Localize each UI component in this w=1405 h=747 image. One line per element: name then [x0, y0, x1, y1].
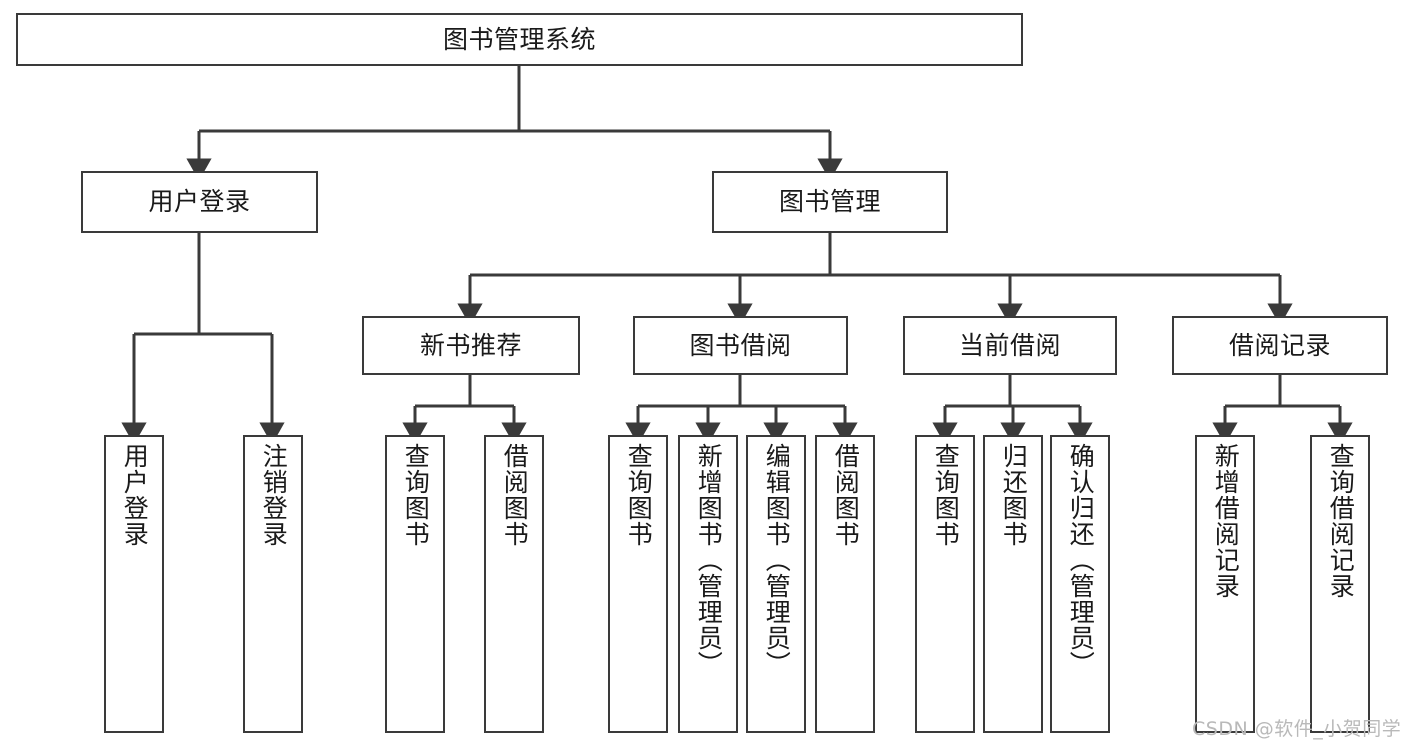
- node-leaf-edit-book[interactable]: 编辑图书（管理员）: [746, 435, 806, 733]
- node-leaf-query-book-2[interactable]: 查询图书: [608, 435, 668, 733]
- node-borrow-record[interactable]: 借阅记录: [1172, 316, 1388, 375]
- node-leaf-query-book-1[interactable]: 查询图书: [385, 435, 445, 733]
- node-label: 查询图书: [624, 443, 654, 547]
- node-label: 确认归还（管理员）: [1066, 443, 1096, 677]
- node-root-system[interactable]: 图书管理系统: [16, 13, 1023, 66]
- node-label: 用户登录: [120, 443, 150, 547]
- csdn-watermark: CSDN @软件_小贺同学: [1192, 718, 1402, 740]
- node-label: 图书借阅: [689, 330, 792, 360]
- node-label: 查询图书: [931, 443, 961, 547]
- node-label: 借阅图书: [831, 443, 861, 547]
- node-leaf-add-record[interactable]: 新增借阅记录: [1195, 435, 1255, 733]
- node-leaf-borrow-book-1[interactable]: 借阅图书: [484, 435, 544, 733]
- node-book-management[interactable]: 图书管理: [712, 171, 948, 233]
- node-label: 编辑图书（管理员）: [762, 443, 792, 677]
- node-book-borrow[interactable]: 图书借阅: [633, 316, 848, 375]
- node-label: 图书管理: [778, 187, 881, 216]
- node-label: 新增借阅记录: [1211, 443, 1241, 599]
- node-label: 借阅图书: [500, 443, 530, 547]
- node-label: 借阅记录: [1228, 330, 1331, 360]
- node-label: 查询借阅记录: [1326, 443, 1356, 599]
- node-leaf-query-record[interactable]: 查询借阅记录: [1310, 435, 1370, 733]
- node-leaf-return-book[interactable]: 归还图书: [983, 435, 1043, 733]
- node-leaf-add-book[interactable]: 新增图书（管理员）: [678, 435, 738, 733]
- node-label: 当前借阅: [958, 330, 1061, 360]
- node-label: 查询图书: [401, 443, 431, 547]
- node-leaf-borrow-book-2[interactable]: 借阅图书: [815, 435, 875, 733]
- node-leaf-query-book-3[interactable]: 查询图书: [915, 435, 975, 733]
- node-user-login[interactable]: 用户登录: [81, 171, 318, 233]
- node-leaf-logout[interactable]: 注销登录: [243, 435, 303, 733]
- node-leaf-user-login[interactable]: 用户登录: [104, 435, 164, 733]
- node-label: 注销登录: [259, 443, 289, 547]
- node-label: 用户登录: [148, 187, 251, 216]
- node-label: 归还图书: [999, 443, 1029, 547]
- node-new-book-recommend[interactable]: 新书推荐: [362, 316, 580, 375]
- node-current-borrow[interactable]: 当前借阅: [903, 316, 1117, 375]
- node-label: 新书推荐: [419, 330, 522, 360]
- node-label: 新增图书（管理员）: [694, 443, 724, 677]
- node-label: 图书管理系统: [442, 24, 596, 54]
- node-leaf-confirm-return[interactable]: 确认归还（管理员）: [1050, 435, 1110, 733]
